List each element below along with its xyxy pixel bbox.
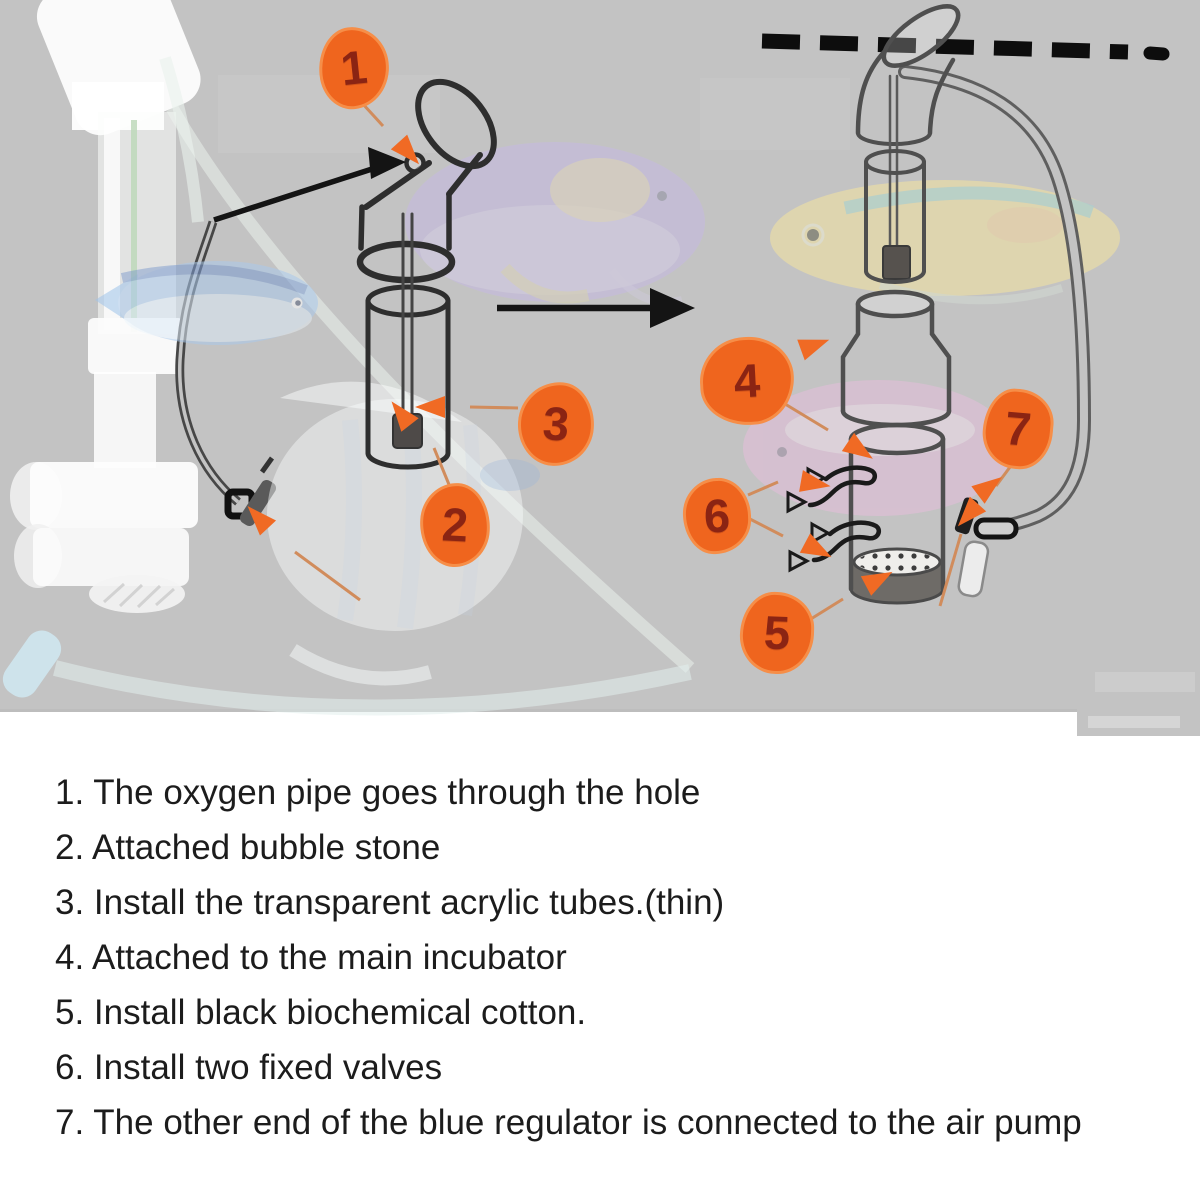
water-line-dashes — [761, 33, 1170, 61]
instruction-line-4: 4. Attached to the main incubator — [55, 938, 567, 977]
annotation-arrows — [247, 101, 1015, 624]
marker-4-label: 4 — [732, 352, 762, 408]
instruction-list: 1. The oxygen pipe goes through the hole… — [55, 765, 1185, 1150]
instruction-line-1: 1. The oxygen pipe goes through the hole — [55, 773, 701, 812]
fixed-valve-2 — [788, 520, 881, 573]
instruction-line-2: 2. Attached bubble stone — [55, 828, 441, 867]
marker-3-label: 3 — [541, 395, 571, 451]
assembly-diagram — [0, 0, 1200, 736]
marker-5-label: 5 — [763, 605, 792, 659]
product-photo — [2, 0, 695, 716]
marker-7-label: 7 — [1002, 400, 1034, 456]
instruction-line-3: 3. Install the transparent acrylic tubes… — [55, 883, 725, 922]
fish-blue — [95, 261, 318, 345]
instruction-line-7: 7. The other end of the blue regulator i… — [55, 1103, 1082, 1142]
instruction-line-5: 5. Install black biochemical cotton. — [55, 993, 587, 1032]
flow-arrow — [497, 288, 695, 328]
instruction-line-6: 6. Install two fixed valves — [55, 1048, 443, 1087]
marker-6-label: 6 — [702, 488, 731, 542]
hole-arrow — [213, 147, 406, 223]
marker-1-label: 1 — [338, 39, 370, 95]
marker-2-label: 2 — [440, 496, 470, 552]
fish-lavender — [405, 142, 705, 306]
left-diagram — [356, 78, 497, 470]
